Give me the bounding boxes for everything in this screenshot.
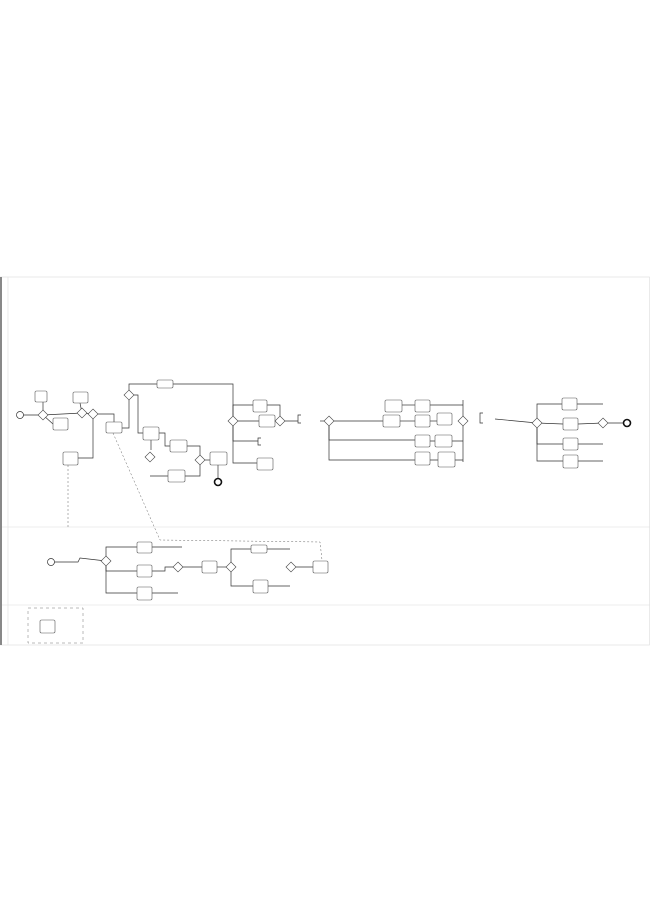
- task[interactable]: [312, 560, 329, 574]
- task[interactable]: [34, 390, 48, 403]
- task[interactable]: [39, 619, 56, 634]
- task[interactable]: [561, 397, 578, 411]
- task[interactable]: [142, 426, 160, 441]
- group: [27, 607, 84, 644]
- gateway[interactable]: [531, 417, 543, 429]
- sequence-flow: [230, 567, 253, 587]
- sequence-flow: [152, 566, 178, 572]
- task[interactable]: [136, 564, 153, 578]
- task[interactable]: [250, 544, 268, 554]
- sequence-flow: [42, 412, 83, 416]
- task[interactable]: [434, 434, 453, 448]
- task[interactable]: [382, 414, 401, 428]
- task[interactable]: [209, 451, 228, 466]
- gateway[interactable]: [87, 408, 99, 420]
- end-event[interactable]: [622, 418, 632, 428]
- sequence-flow: [159, 432, 170, 447]
- sequence-flow: [232, 421, 258, 442]
- sequence-flow: [105, 561, 137, 572]
- task[interactable]: [252, 399, 268, 413]
- task[interactable]: [414, 414, 431, 428]
- task[interactable]: [52, 417, 69, 431]
- task[interactable]: [384, 399, 403, 413]
- task[interactable]: [562, 437, 579, 451]
- gateway[interactable]: [172, 561, 184, 573]
- sequence-flow: [78, 414, 94, 459]
- sequence-flow: [129, 394, 143, 434]
- sequence-flow: [232, 421, 257, 464]
- task[interactable]: [562, 454, 579, 469]
- sequence-flow: [51, 557, 107, 563]
- start-event[interactable]: [16, 411, 24, 419]
- gateway[interactable]: [123, 389, 135, 401]
- sequence-flow: [173, 383, 234, 421]
- message-flow: [112, 432, 323, 561]
- task[interactable]: [136, 541, 153, 554]
- task[interactable]: [562, 417, 579, 431]
- sequence-flow: [328, 421, 415, 441]
- task[interactable]: [414, 434, 431, 448]
- gateway[interactable]: [37, 409, 49, 421]
- gateway[interactable]: [597, 417, 609, 429]
- sequence-flow: [122, 395, 130, 429]
- task[interactable]: [414, 399, 431, 413]
- task[interactable]: [252, 579, 269, 594]
- task[interactable]: [256, 457, 274, 471]
- sequence-flow: [230, 548, 251, 567]
- sequence-flow: [328, 421, 415, 461]
- task[interactable]: [201, 560, 218, 574]
- gateway[interactable]: [285, 561, 297, 573]
- gateway[interactable]: [457, 415, 469, 427]
- gateway[interactable]: [76, 407, 88, 419]
- text-annotation: [257, 437, 261, 446]
- task[interactable]: [136, 586, 153, 601]
- task[interactable]: [169, 439, 188, 453]
- sequence-flow: [494, 418, 538, 424]
- task[interactable]: [414, 451, 431, 466]
- sequence-flow: [93, 413, 115, 422]
- text-annotation: [297, 414, 301, 424]
- task[interactable]: [436, 412, 453, 426]
- text-annotation: [479, 412, 483, 424]
- gateway[interactable]: [274, 415, 286, 427]
- start-event[interactable]: [47, 558, 55, 566]
- sequence-flow: [536, 423, 563, 445]
- sequence-flow: [536, 403, 562, 423]
- gateway[interactable]: [227, 415, 239, 427]
- pool-edge: [0, 277, 2, 645]
- task[interactable]: [167, 469, 186, 483]
- task[interactable]: [258, 414, 276, 428]
- gateway[interactable]: [194, 454, 206, 466]
- sequence-flow: [105, 561, 137, 594]
- sequence-flow: [128, 383, 157, 395]
- task[interactable]: [72, 391, 89, 404]
- task[interactable]: [156, 379, 174, 389]
- gateway[interactable]: [323, 415, 335, 427]
- task[interactable]: [437, 451, 456, 468]
- sequence-flow: [105, 546, 137, 561]
- task[interactable]: [105, 421, 123, 434]
- task[interactable]: [62, 451, 79, 466]
- gateway[interactable]: [225, 561, 237, 573]
- gateway[interactable]: [100, 555, 112, 567]
- sequence-flow: [536, 423, 563, 462]
- end-event[interactable]: [213, 477, 223, 487]
- gateway[interactable]: [144, 451, 156, 463]
